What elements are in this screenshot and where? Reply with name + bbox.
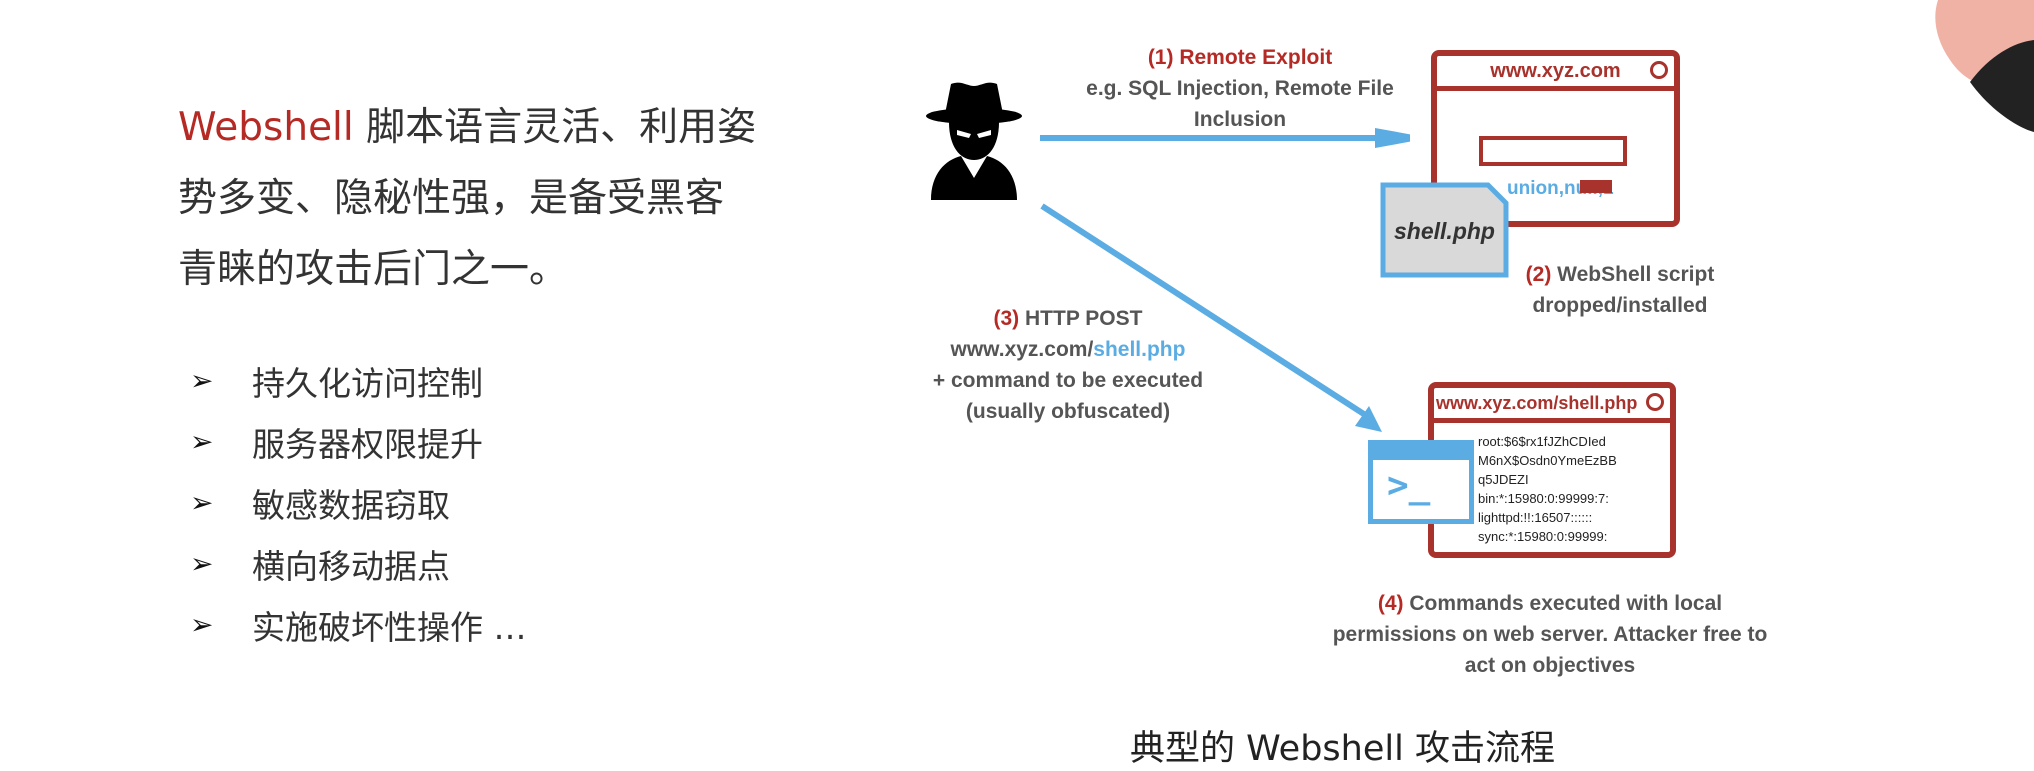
bullet-list: ➢ 持久化访问控制 ➢ 服务器权限提升 ➢ 敏感数据窃取 ➢ 横向移动据点 ➢ 实施破坏性… xyxy=(190,350,527,655)
intro-accent-word: Webshell xyxy=(178,105,354,150)
step3-number: (3) xyxy=(993,307,1020,330)
step4-line3: act on objectives xyxy=(1464,654,1636,677)
bullet-item: ➢ 服务器权限提升 xyxy=(190,411,527,472)
arrow-bullet-icon: ➢ xyxy=(190,425,214,458)
bullet-item: ➢ 横向移动据点 xyxy=(190,533,527,594)
step2-label: (2) WebShell script dropped/installed xyxy=(1500,259,1740,321)
post-arrowhead xyxy=(1355,406,1382,432)
shell-browser-title-bar: www.xyz.com/shell.php xyxy=(1434,388,1670,423)
arrows-layer xyxy=(1040,128,1410,432)
shell-browser-url: www.xyz.com/shell.php xyxy=(1436,393,1638,413)
intro-line-1-text: 脚本语言灵活、利用姿 xyxy=(353,105,757,150)
output-line: bin:*:15980:0:99999:7: xyxy=(1478,491,1609,506)
terminal-title-bar xyxy=(1373,445,1469,460)
bullet-item: ➢ 实施破坏性操作 … xyxy=(190,594,527,655)
step4-number: (4) xyxy=(1377,592,1404,615)
post-arrow xyxy=(1040,203,1372,421)
terminal-icon: >_ xyxy=(1368,440,1474,524)
step4-line1-wrap: (4) Commands executed with local xyxy=(1300,588,1800,619)
hacker-icon xyxy=(926,82,1022,200)
step2-number: (2) xyxy=(1525,263,1552,286)
output-line: sync:*:15980:0:99999: xyxy=(1478,529,1608,544)
shell-file-icon: shell.php xyxy=(1380,182,1509,278)
cursor-marker xyxy=(1580,180,1612,193)
step3-url-file: shell.php xyxy=(1093,338,1186,361)
browser-url: www.xyz.com xyxy=(1490,60,1621,82)
output-line: q5JDEZI xyxy=(1478,472,1529,487)
step4-label: (4) Commands executed with local permiss… xyxy=(1300,588,1800,681)
shell-file-name: shell.php xyxy=(1394,218,1495,244)
target-browser-window: www.xyz.com union,null,1 xyxy=(1431,50,1680,227)
step3-url-prefix: www.xyz.com/ xyxy=(950,338,1094,361)
diagram-caption: 典型的 Webshell 攻击流程 xyxy=(1130,729,1555,769)
corner-decoration xyxy=(1935,0,2034,132)
intro-line-1: Webshell 脚本语言灵活、利用姿 xyxy=(178,92,778,163)
output-line: root:$6$rx1fJZhCDIed xyxy=(1478,434,1606,449)
step1-number: (1) xyxy=(1147,46,1174,69)
command-output: root:$6$rx1fJZhCDIed M6nX$Osdn0YmeEzBB q… xyxy=(1478,432,1617,546)
intro-line-2: 势多变、隐秘性强，是备受黑客 xyxy=(178,176,725,221)
step1-title-line: (1) Remote Exploit xyxy=(1070,42,1410,73)
exploit-arrowhead xyxy=(1375,128,1410,148)
browser-title-bar: www.xyz.com xyxy=(1437,56,1674,91)
step1-line3: Inclusion xyxy=(1193,108,1287,131)
step3-line3: + command to be executed xyxy=(932,369,1204,392)
bullet-item: ➢ 敏感数据窃取 xyxy=(190,472,527,533)
step2-line1-wrap: (2) WebShell script xyxy=(1500,259,1740,290)
arrow-bullet-icon: ➢ xyxy=(190,547,214,580)
arrow-bullet-icon: ➢ xyxy=(190,608,214,641)
browser-button-icon xyxy=(1646,393,1664,411)
step4-line1: Commands executed with local xyxy=(1409,592,1723,615)
step3-url-line: www.xyz.com/shell.php xyxy=(908,334,1228,365)
browser-input-box xyxy=(1479,136,1627,166)
step1-line2: e.g. SQL Injection, Remote File xyxy=(1086,77,1394,100)
step3-line1: HTTP POST xyxy=(1025,307,1143,330)
step2-line1: WebShell script xyxy=(1557,263,1715,286)
output-line: lighttpd:!!:16507:::::: xyxy=(1478,510,1593,525)
step4-line2: permissions on web server. Attacker free… xyxy=(1332,623,1768,646)
step3-line4: (usually obfuscated) xyxy=(965,400,1171,423)
step2-line2: dropped/installed xyxy=(1532,294,1708,317)
corner-dark-shape xyxy=(1970,40,2034,132)
arrow-bullet-icon: ➢ xyxy=(190,486,214,519)
arrow-bullet-icon: ➢ xyxy=(190,364,214,397)
intro-paragraph: Webshell 脚本语言灵活、利用姿 势多变、隐秘性强，是备受黑客 青睐的攻击… xyxy=(178,92,778,305)
step1-label: (1) Remote Exploit e.g. SQL Injection, R… xyxy=(1070,42,1410,135)
bullet-text: 服务器权限提升 xyxy=(252,424,483,464)
step1-title: Remote Exploit xyxy=(1179,46,1333,69)
output-line: M6nX$Osdn0YmeEzBB xyxy=(1478,453,1617,468)
browser-button-icon xyxy=(1650,61,1668,79)
bullet-text: 横向移动据点 xyxy=(252,546,450,586)
bullet-text: 持久化访问控制 xyxy=(252,363,483,403)
intro-line-3: 青睐的攻击后门之一。 xyxy=(178,247,569,292)
bullet-text: 实施破坏性操作 … xyxy=(252,607,527,647)
step3-label: (3) HTTP POST www.xyz.com/shell.php + co… xyxy=(908,303,1228,427)
bullet-text: 敏感数据窃取 xyxy=(252,485,450,525)
step3-line1-wrap: (3) HTTP POST xyxy=(908,303,1228,334)
bullet-item: ➢ 持久化访问控制 xyxy=(190,350,527,411)
terminal-prompt: >_ xyxy=(1387,465,1431,506)
